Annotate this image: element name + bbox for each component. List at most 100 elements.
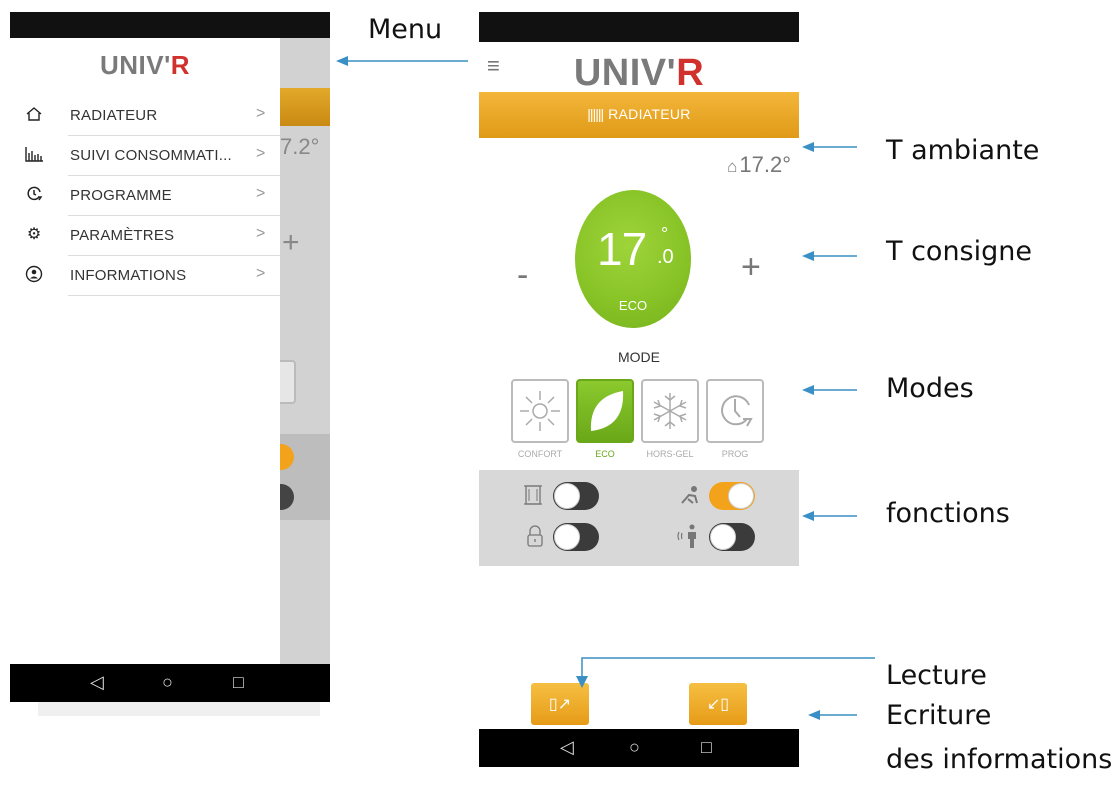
presence-icon	[679, 484, 701, 511]
toggle-knob	[554, 524, 580, 550]
background-plus: +	[282, 226, 300, 259]
background-app-preview: 7.2° +	[280, 38, 330, 664]
mode-badge: ECO	[618, 298, 648, 313]
android-nav-bar: ◁ ○ □	[10, 664, 330, 702]
recents-button[interactable]: □	[701, 737, 712, 757]
annotation-arrow	[576, 657, 875, 688]
android-nav-bar: ◁ ○ □	[479, 729, 799, 767]
annotation-arrow	[802, 511, 857, 521]
left-phone-screen: 7.2° + UNIV'R RADIATEUR > SUIVI CONSOMMA…	[10, 12, 330, 702]
annotation-read: Lecture	[886, 660, 987, 691]
annotation-arrow	[802, 251, 857, 261]
window-detection-toggle[interactable]	[553, 482, 599, 510]
annotation-arrow	[802, 142, 857, 152]
mode-label: PROG	[721, 449, 749, 459]
menu-item-label: SUIVI CONSOMMATI...	[70, 147, 232, 164]
home-button[interactable]: ○	[629, 737, 640, 757]
annotation-ambient: T ambiante	[886, 135, 1040, 166]
hamburger-menu-icon[interactable]: ≡	[487, 53, 500, 78]
gear-icon: ⚙	[26, 226, 42, 243]
setpoint-degree: °	[661, 224, 669, 244]
mode-label: HORS-GEL	[646, 449, 694, 459]
mode-label: CONFORT	[517, 449, 563, 459]
divider	[68, 135, 280, 136]
home-icon	[24, 105, 44, 125]
annotation-arrow	[808, 710, 857, 720]
menu-item-suivi-consommation[interactable]: SUIVI CONSOMMATI... >	[10, 136, 280, 176]
chevron-right-icon: >	[256, 185, 266, 202]
leaf-icon	[590, 391, 624, 431]
menu-item-label: INFORMATIONS	[70, 267, 187, 284]
radiator-icon: ||||||	[587, 106, 604, 122]
menu-item-parametres[interactable]: ⚙ PARAMÈTRES >	[10, 216, 280, 256]
background-mode-button	[280, 360, 296, 404]
divider	[68, 255, 280, 256]
background-tab-bar	[280, 88, 330, 126]
menu-item-programme[interactable]: PROGRAMME >	[10, 176, 280, 216]
write-information-button[interactable]: ↙▯	[689, 683, 747, 725]
chevron-right-icon: >	[256, 145, 266, 162]
decrease-setpoint-button[interactable]: -	[517, 256, 529, 294]
setpoint-display: 17 ° .0 ECO	[575, 190, 691, 328]
bar-chart-icon	[24, 145, 44, 165]
background-temperature: 7.2°	[280, 134, 320, 159]
window-icon	[523, 484, 543, 511]
phone-shadow	[38, 702, 320, 716]
mode-prog-button[interactable]	[706, 379, 764, 443]
tab-label: RADIATEUR	[608, 106, 691, 122]
menu-item-radiateur[interactable]: RADIATEUR >	[10, 96, 280, 136]
mode-eco-button[interactable]	[576, 379, 634, 443]
mode-hors-gel-button[interactable]	[641, 379, 699, 443]
person-detection-toggle[interactable]	[709, 523, 755, 551]
home-button[interactable]: ○	[162, 672, 173, 692]
menu-item-informations[interactable]: INFORMATIONS >	[10, 256, 280, 296]
presence-detection-toggle[interactable]	[709, 482, 755, 510]
app-header: ≡ UNIV'R	[479, 42, 799, 94]
annotation-write: Ecriture	[886, 700, 992, 731]
divider	[68, 175, 280, 176]
annotation-setpoint: T consigne	[886, 236, 1032, 267]
mode-title: MODE	[618, 349, 660, 365]
background-toggle	[280, 444, 294, 470]
annotation-arrow	[336, 56, 468, 66]
read-information-button[interactable]: ▯↗	[531, 683, 589, 725]
phone-write-icon: ↙▯	[706, 696, 730, 713]
tab-radiateur[interactable]: ||||||RADIATEUR	[479, 92, 799, 138]
increase-setpoint-button[interactable]: +	[741, 248, 761, 286]
toggle-knob	[728, 483, 754, 509]
chevron-right-icon: >	[256, 225, 266, 242]
toggle-knob	[554, 483, 580, 509]
chevron-right-icon: >	[256, 105, 266, 122]
background-toggle	[280, 484, 294, 510]
annotation-arrow	[802, 385, 857, 395]
sun-icon	[520, 391, 560, 431]
menu-item-label: PROGRAMME	[70, 187, 172, 204]
person-signal-icon	[675, 523, 705, 554]
menu-item-label: PARAMÈTRES	[70, 227, 175, 244]
back-button[interactable]: ◁	[90, 672, 104, 692]
functions-panel	[479, 470, 799, 566]
chevron-right-icon: >	[256, 265, 266, 282]
lock-toggle[interactable]	[553, 523, 599, 551]
app-logo: UNIV'R	[573, 52, 705, 94]
mode-confort-button[interactable]	[511, 379, 569, 443]
annotation-functions: fonctions	[886, 498, 1010, 529]
phone-read-icon: ▯↗	[548, 696, 572, 713]
snowflake-icon	[653, 393, 687, 429]
right-phone-screen: ≡ UNIV'R ||||||RADIATEUR ⌂17.2° - + 17 °…	[479, 12, 799, 767]
ambient-temperature: ⌂17.2°	[675, 152, 791, 178]
status-bar	[10, 12, 330, 38]
annotation-menu: Menu	[368, 14, 443, 45]
clock-arrow-icon	[721, 395, 753, 427]
navigation-drawer: UNIV'R RADIATEUR > SUIVI CONSOMMATI... >…	[10, 38, 280, 664]
info-person-icon	[24, 265, 44, 285]
setpoint-decimal: .0	[657, 246, 674, 268]
divider	[68, 295, 280, 296]
annotation-modes: Modes	[886, 373, 974, 404]
menu-item-label: RADIATEUR	[70, 107, 158, 124]
annotation-info: des informations	[886, 744, 1113, 775]
recents-button[interactable]: □	[233, 672, 244, 692]
app-logo: UNIV'R	[99, 50, 191, 80]
home-icon: ⌂	[727, 157, 738, 176]
back-button[interactable]: ◁	[560, 737, 574, 757]
